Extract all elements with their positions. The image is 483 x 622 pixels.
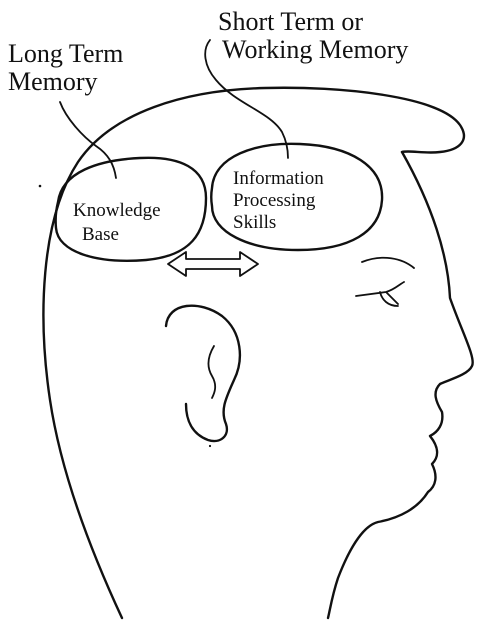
ear: [164, 304, 241, 443]
knowledge-base-bubble: [54, 156, 208, 262]
long-term-label-line2: Memory: [8, 67, 98, 96]
info-label-line3: Skills: [233, 212, 276, 233]
double-arrow-icon: [167, 251, 259, 277]
long-term-label-line1: Long Term: [8, 39, 123, 68]
short-term-leader-line: [204, 39, 289, 159]
info-label-line1: Information: [233, 168, 324, 189]
long-term-leader-line: [59, 101, 117, 179]
eyebrow: [361, 256, 415, 269]
knowledge-label-line1: Knowledge: [73, 200, 161, 221]
scan-speck: [38, 184, 42, 188]
knowledge-label-line2: Base: [82, 224, 119, 245]
ear-inner: [207, 345, 217, 399]
face-profile: [326, 150, 474, 620]
short-term-label-line2: Working Memory: [222, 35, 408, 64]
head-outline: [42, 86, 466, 620]
scan-speck: [208, 444, 212, 448]
information-processing-bubble: [210, 142, 384, 252]
short-term-label-line1: Short Term or: [218, 7, 363, 36]
eye: [355, 281, 405, 307]
info-label-line2: Processing: [233, 190, 316, 211]
